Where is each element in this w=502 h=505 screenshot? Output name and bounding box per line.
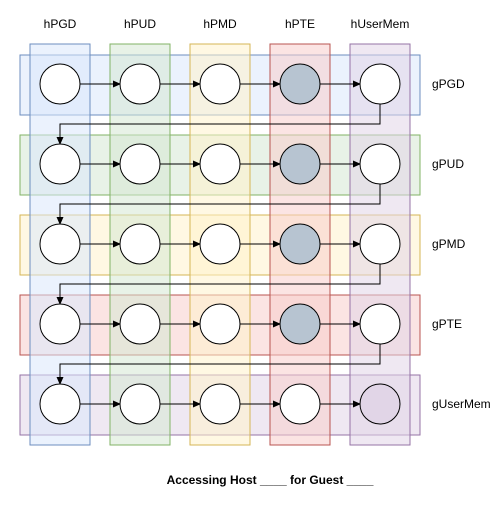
node-gusermem-hpmd xyxy=(199,383,241,425)
node-gpte-husermem xyxy=(359,303,401,345)
column-label-husermem: hUserMem xyxy=(351,17,410,31)
node-gpgd-hpte xyxy=(279,63,321,105)
node-gpmd-hpmd xyxy=(199,223,241,265)
row-label-gpte: gPTE xyxy=(432,317,462,331)
column-label-hpgd: hPGD xyxy=(44,17,77,31)
node-gpud-hpmd xyxy=(199,143,241,185)
node-gpud-hpte xyxy=(279,143,321,185)
walk-nodes xyxy=(39,63,401,425)
node-gusermem-hpte xyxy=(279,383,321,425)
node-gpmd-hpte xyxy=(279,223,321,265)
node-gpud-husermem xyxy=(359,143,401,185)
node-gpmd-hpud xyxy=(119,223,161,265)
node-gusermem-husermem xyxy=(359,383,401,425)
arrow-wrap-row2 xyxy=(56,184,381,225)
node-gpte-hpte xyxy=(279,303,321,345)
row-label-gpmd: gPMD xyxy=(432,237,466,251)
column-label-hpud: hPUD xyxy=(124,17,156,31)
node-gpgd-husermem xyxy=(359,63,401,105)
node-gusermem-hpud xyxy=(119,383,161,425)
column-label-hpte: hPTE xyxy=(285,17,315,31)
column-label-hpmd: hPMD xyxy=(203,17,237,31)
node-gpmd-husermem xyxy=(359,223,401,265)
host-level-labels: hPGD hPUD hPMD hPTE hUserMem xyxy=(44,17,410,31)
row-label-gpud: gPUD xyxy=(432,157,464,171)
node-gusermem-hpgd xyxy=(39,383,81,425)
guest-level-labels: gPGD gPUD gPMD gPTE gUserMem xyxy=(432,77,491,411)
row-label-gusermem: gUserMem xyxy=(432,397,491,411)
diagram-caption: Accessing Host ____ for Guest ____ xyxy=(167,473,374,487)
node-gpte-hpud xyxy=(119,303,161,345)
arrow-wrap-row4 xyxy=(56,344,381,385)
node-gpmd-hpgd xyxy=(39,223,81,265)
node-gpgd-hpmd xyxy=(199,63,241,105)
node-gpud-hpgd xyxy=(39,143,81,185)
walk-arrows xyxy=(56,80,381,408)
node-gpud-hpud xyxy=(119,143,161,185)
node-gpte-hpmd xyxy=(199,303,241,345)
node-gpte-hpgd xyxy=(39,303,81,345)
arrow-wrap-row1 xyxy=(56,104,381,145)
node-gpgd-hpud xyxy=(119,63,161,105)
row-label-gpgd: gPGD xyxy=(432,77,465,91)
arrow-wrap-row3 xyxy=(56,264,381,305)
node-gpgd-hpgd xyxy=(39,63,81,105)
